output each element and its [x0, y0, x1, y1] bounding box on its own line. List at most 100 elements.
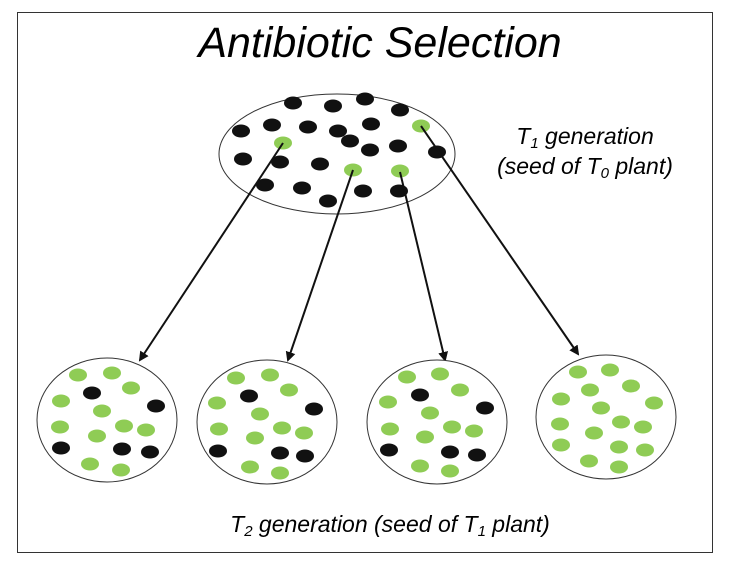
t2-seed-plate — [366, 359, 508, 485]
sensitive-seed — [271, 446, 289, 460]
plate-outline — [218, 93, 456, 215]
arrow — [420, 125, 580, 356]
t2-generation-label: T2 generation (seed of T1 plant) — [230, 511, 550, 540]
resistant-seed — [443, 420, 461, 434]
resistant-seed — [636, 443, 654, 457]
resistant-seed — [610, 460, 628, 474]
sensitive-seed — [319, 194, 337, 208]
resistant-seed — [381, 422, 399, 436]
resistant-seed — [88, 429, 106, 443]
resistant-seed — [271, 466, 289, 480]
resistant-seed — [137, 423, 155, 437]
arrow — [285, 169, 354, 362]
resistant-seed — [634, 420, 652, 434]
arrow — [138, 142, 284, 362]
sensitive-seed — [362, 117, 380, 131]
resistant-seed — [552, 392, 570, 406]
arrow — [399, 171, 449, 362]
resistant-seed — [122, 381, 140, 395]
resistant-seed — [295, 426, 313, 440]
sensitive-seed — [428, 145, 446, 159]
sensitive-seed — [209, 444, 227, 458]
sensitive-seed — [234, 152, 252, 166]
resistant-seed — [241, 460, 259, 474]
sensitive-seed — [441, 445, 459, 459]
sensitive-seed — [361, 143, 379, 157]
t2-seed-plates — [36, 354, 677, 485]
sensitive-seed — [305, 402, 323, 416]
sensitive-seed — [380, 443, 398, 457]
sensitive-seed — [391, 103, 409, 117]
sensitive-seed — [311, 157, 329, 171]
resistant-seed — [569, 365, 587, 379]
resistant-seed — [592, 401, 610, 415]
resistant-seed — [379, 395, 397, 409]
resistant-seed — [465, 424, 483, 438]
sensitive-seed — [354, 184, 372, 198]
resistant-seed — [451, 383, 469, 397]
sensitive-seed — [263, 118, 281, 132]
resistant-seed — [431, 367, 449, 381]
resistant-seed — [645, 396, 663, 410]
diagram-title: Antibiotic Selection — [198, 19, 562, 67]
sensitive-seed — [296, 449, 314, 463]
resistant-seed — [251, 407, 269, 421]
sensitive-seed — [232, 124, 250, 138]
sensitive-seed — [356, 92, 374, 106]
sensitive-seed — [293, 181, 311, 195]
t2-seed-plate — [535, 354, 677, 480]
sensitive-seed — [113, 442, 131, 456]
resistant-seed — [580, 454, 598, 468]
resistant-seed — [103, 366, 121, 380]
sensitive-seed — [256, 178, 274, 192]
sensitive-seed — [83, 386, 101, 400]
resistant-seed — [227, 371, 245, 385]
t1-label-line2: (seed of T0 plant) — [497, 153, 673, 182]
sensitive-seed — [468, 448, 486, 462]
sensitive-seed — [329, 124, 347, 138]
resistant-seed — [441, 464, 459, 478]
sensitive-seed — [147, 399, 165, 413]
resistant-seed — [81, 457, 99, 471]
resistant-seed — [246, 431, 264, 445]
sensitive-seed — [284, 96, 302, 110]
t2-seed-plate — [36, 357, 178, 483]
resistant-seed — [581, 383, 599, 397]
resistant-seed — [69, 368, 87, 382]
resistant-seed — [51, 420, 69, 434]
resistant-seed — [411, 459, 429, 473]
resistant-seed — [210, 422, 228, 436]
figure-frame — [17, 12, 713, 553]
sensitive-seed — [299, 120, 317, 134]
t2-seed-plate — [196, 359, 338, 485]
t1-seed-plate — [218, 92, 456, 215]
sensitive-seed — [271, 155, 289, 169]
resistant-seed — [416, 430, 434, 444]
sensitive-seed — [240, 389, 258, 403]
resistant-seed — [585, 426, 603, 440]
resistant-seed — [612, 415, 630, 429]
sensitive-seed — [411, 388, 429, 402]
resistant-seed — [52, 394, 70, 408]
sensitive-seed — [341, 134, 359, 148]
resistant-seed — [391, 164, 409, 178]
sensitive-seed — [389, 139, 407, 153]
sensitive-seed — [52, 441, 70, 455]
sensitive-seed — [476, 401, 494, 415]
resistant-seed — [273, 421, 291, 435]
resistant-seed — [552, 438, 570, 452]
resistant-seed — [551, 417, 569, 431]
resistant-seed — [622, 379, 640, 393]
resistant-seed — [398, 370, 416, 384]
resistant-seed — [115, 419, 133, 433]
sensitive-seed — [141, 445, 159, 459]
resistant-seed — [208, 396, 226, 410]
t1-generation-label: T1 generation (seed of T0 plant) — [470, 121, 700, 181]
resistant-seed — [280, 383, 298, 397]
resistant-seed — [601, 363, 619, 377]
sensitive-seed — [324, 99, 342, 113]
resistant-seed — [610, 440, 628, 454]
resistant-seed — [93, 404, 111, 418]
t1-label-line1: T1 generation — [516, 123, 654, 152]
